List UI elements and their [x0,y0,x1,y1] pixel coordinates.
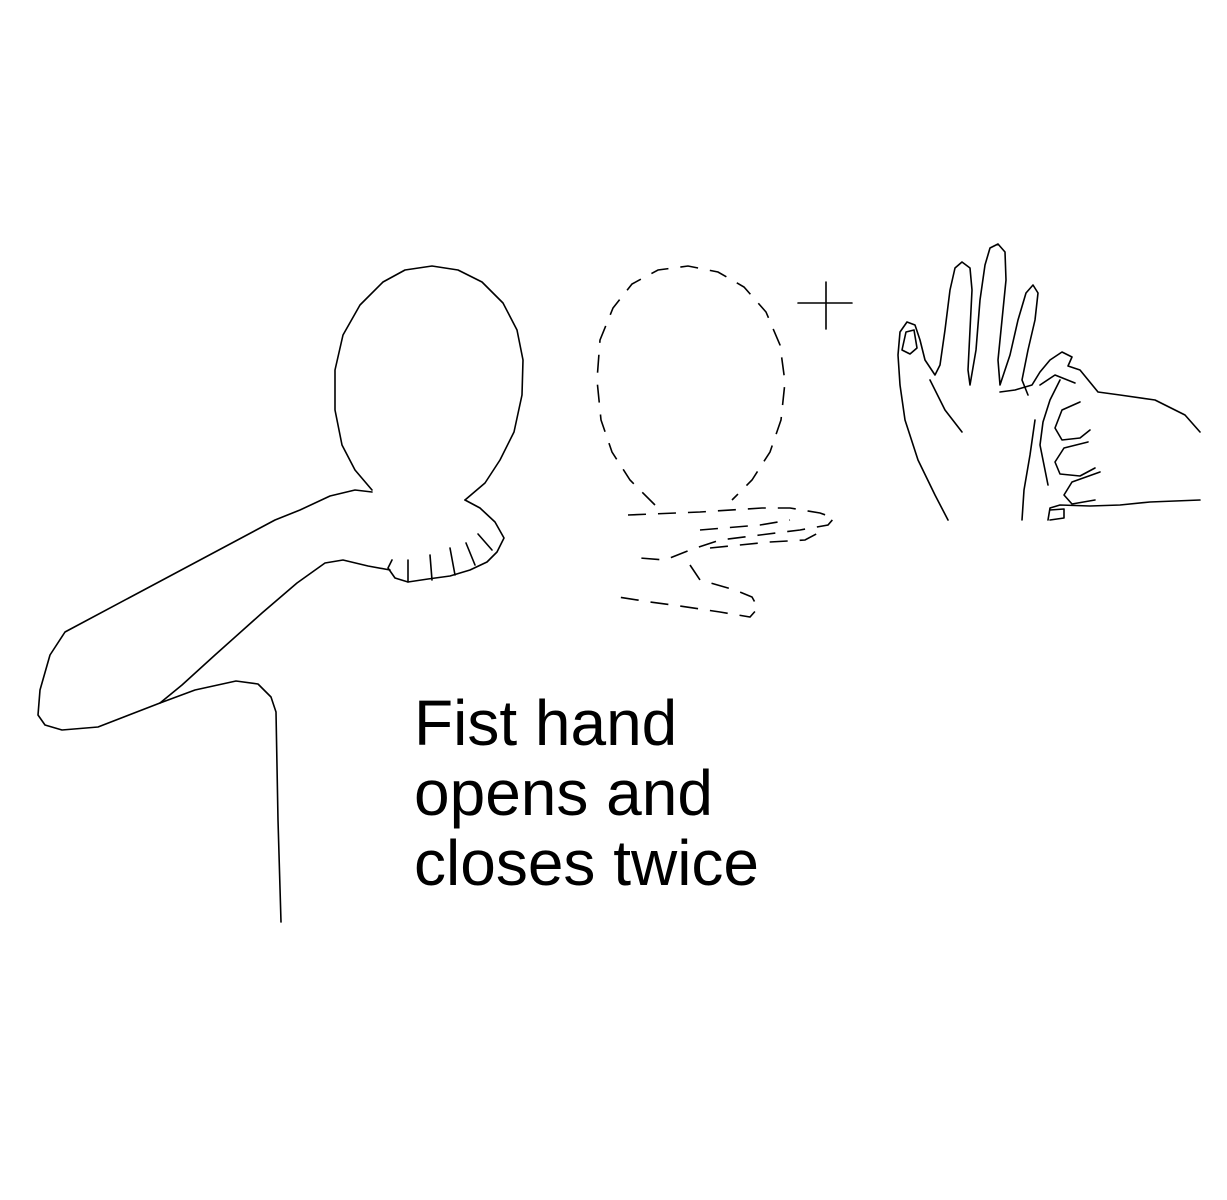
signer-arm-top [37,489,373,731]
open-hands-figure [897,243,1201,521]
counting-hand [999,351,1201,433]
signer-head [334,265,524,501]
signer-figure [37,265,524,923]
fist-knuckle-line [449,547,456,576]
open-palm-hand [897,243,1039,521]
dashed-flat-hand [627,507,836,561]
dashed-thumb [617,564,759,618]
signer-torso [159,680,282,923]
dashed-hand-inner [699,519,791,531]
dashed-figure [596,265,836,618]
caption-line: closes twice [414,827,759,899]
open-palm-wrist [1021,419,1036,521]
caption-line: Fist hand [414,687,678,759]
fist-knuckle-line [465,542,476,566]
signer-fist [387,499,505,583]
counting-curled-fingers [1063,471,1101,505]
signer-forearm [159,559,391,704]
dashed-head [596,265,786,506]
dashed-hand-inner [709,531,821,549]
fist-knuckle-line [477,533,493,551]
counting-curled-fingers [1054,441,1096,477]
caption-line: opens and [414,757,713,829]
counting-thumbnail [1049,508,1065,521]
open-palm-inner [929,379,963,433]
counting-thumb [1047,499,1201,521]
counting-curled-fingers [1039,379,1061,486]
fist-knuckle-line [429,554,433,581]
open-palm-thumbnail [901,329,918,355]
sign-caption: Fist hand opens and closes twice [414,688,759,898]
counting-index-finger [1039,374,1076,386]
counting-curled-fingers [1054,401,1091,441]
repeat-plus-icon [797,281,853,330]
